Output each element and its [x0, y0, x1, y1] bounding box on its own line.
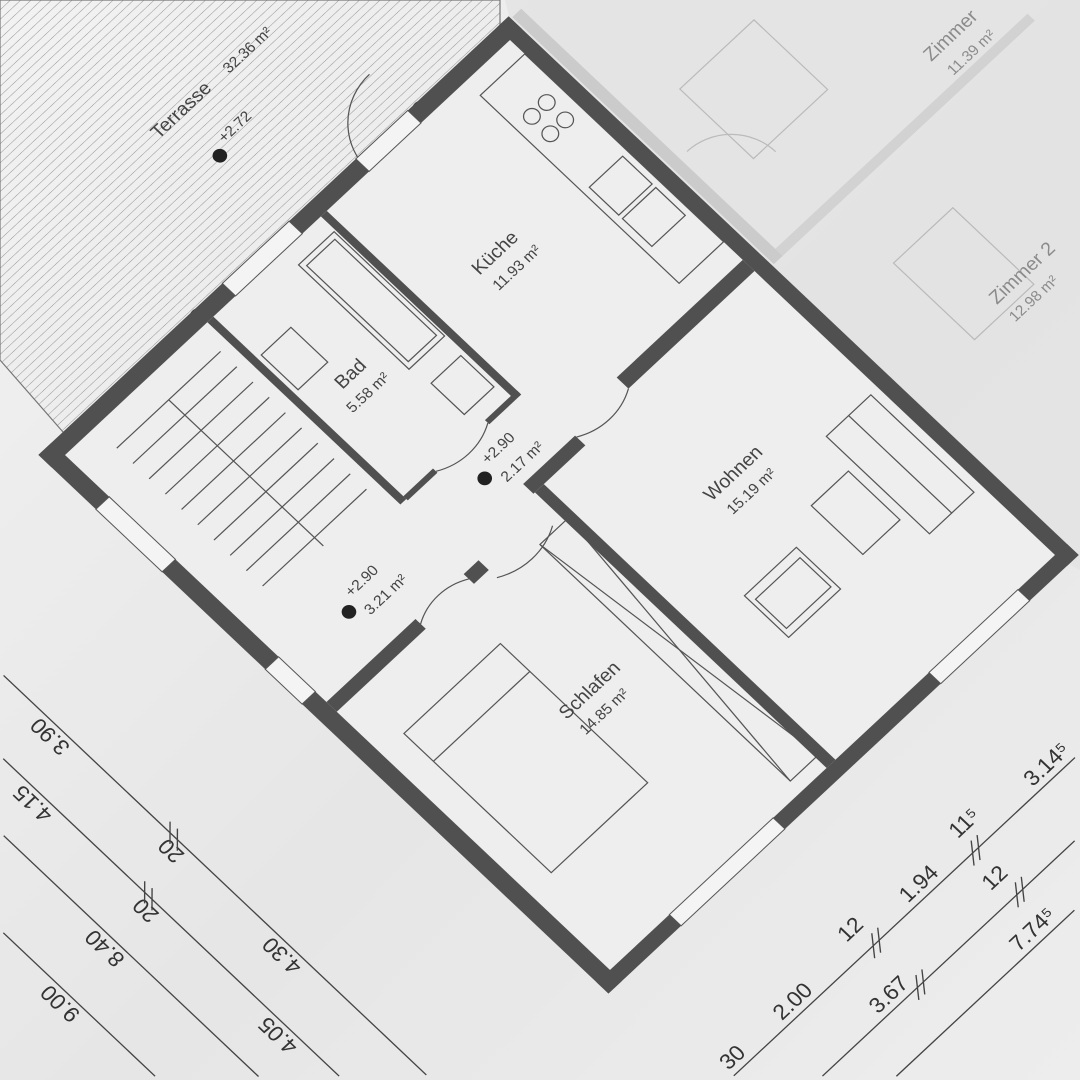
bathtub-inner: [305, 238, 438, 363]
dimension-label: 9.00: [35, 980, 85, 1027]
window: [668, 817, 786, 927]
armchair-seat: [754, 556, 832, 630]
dimension-line: [733, 757, 1076, 1077]
wall: [484, 390, 522, 425]
dimension-label: 4.15: [8, 780, 58, 827]
wardrobe-cross: [567, 517, 791, 782]
wall: [496, 16, 1079, 567]
dimension-label: 20: [153, 834, 189, 868]
armchair: [743, 546, 842, 639]
neighbor-furniture: [892, 206, 1035, 341]
bed-pillow-line: [432, 670, 531, 762]
dimension-tick-marks: [143, 821, 179, 911]
stair-handrail: [168, 399, 324, 547]
door-arc: [496, 525, 554, 579]
furniture: [116, 53, 975, 874]
stove-burner-icon: [537, 94, 556, 111]
level-marker-icon: [341, 605, 357, 619]
terrace-door: [355, 109, 422, 173]
sink-icon: [588, 155, 654, 216]
wall: [403, 468, 438, 501]
dimension-line: [3, 835, 260, 1077]
dimension-label: 12: [832, 912, 868, 946]
wall: [616, 259, 755, 389]
washbasin: [260, 326, 329, 391]
dimension-label: 3.67: [864, 971, 914, 1018]
staircase: [116, 350, 367, 587]
dimension-line: [2, 758, 340, 1077]
wall: [207, 316, 407, 505]
level-marker-icon: [477, 471, 493, 486]
dimension-line: [2, 932, 156, 1077]
dimension-line: [895, 909, 1075, 1077]
coffee-table: [810, 470, 901, 556]
wall: [463, 560, 489, 584]
dimension-line: [3, 675, 427, 1076]
dimension-label: 7.74⁵: [1004, 903, 1061, 956]
stove-burner-icon: [541, 125, 560, 143]
sofa-seam: [848, 415, 953, 514]
dimension-label: 12: [976, 861, 1012, 895]
neighbor-wall: [775, 13, 1035, 256]
stove-burner-icon: [522, 107, 541, 125]
dimension-label: 3.90: [25, 713, 75, 760]
window: [264, 656, 317, 705]
door-arc: [435, 422, 489, 472]
window: [221, 220, 304, 297]
walls: [38, 16, 1079, 994]
dimension-label: 4.05: [253, 1012, 303, 1059]
bed: [403, 642, 649, 874]
neighbor-furniture: [678, 19, 829, 160]
wall: [38, 442, 622, 994]
dimension-label: 3.14⁵: [1018, 738, 1075, 791]
dimension-label: 1.94: [894, 860, 944, 907]
dimension-label: 8.40: [80, 925, 130, 972]
dimension-label: 11⁵: [943, 803, 985, 842]
wall: [523, 435, 586, 494]
window: [928, 588, 1031, 685]
dimension-label: 2.00: [768, 978, 818, 1025]
dimension-line: [821, 840, 1076, 1077]
neighbor-door-arc: [686, 133, 777, 153]
bathtub: [297, 230, 446, 371]
dimension-tick-marks: [871, 834, 1025, 1001]
stove-burner-icon: [556, 111, 575, 129]
neighbor-apartment: Zimmer 2 12.98 m² Zimmer 11.39 m²: [512, 6, 1062, 341]
level-marker-icon: [212, 148, 228, 163]
door-arc: [420, 578, 469, 625]
dimension-label: 30: [714, 1040, 750, 1074]
drainboard: [621, 186, 687, 248]
dimension-label: 20: [127, 893, 163, 927]
wall: [326, 619, 426, 712]
window: [95, 496, 177, 573]
toilet: [430, 354, 495, 416]
door-arcs: [420, 388, 630, 625]
wall: [320, 210, 520, 399]
wall: [534, 484, 836, 768]
door-arc: [576, 388, 630, 438]
dimension-label: 4.30: [257, 932, 307, 979]
neighbor-wall: [512, 8, 783, 265]
